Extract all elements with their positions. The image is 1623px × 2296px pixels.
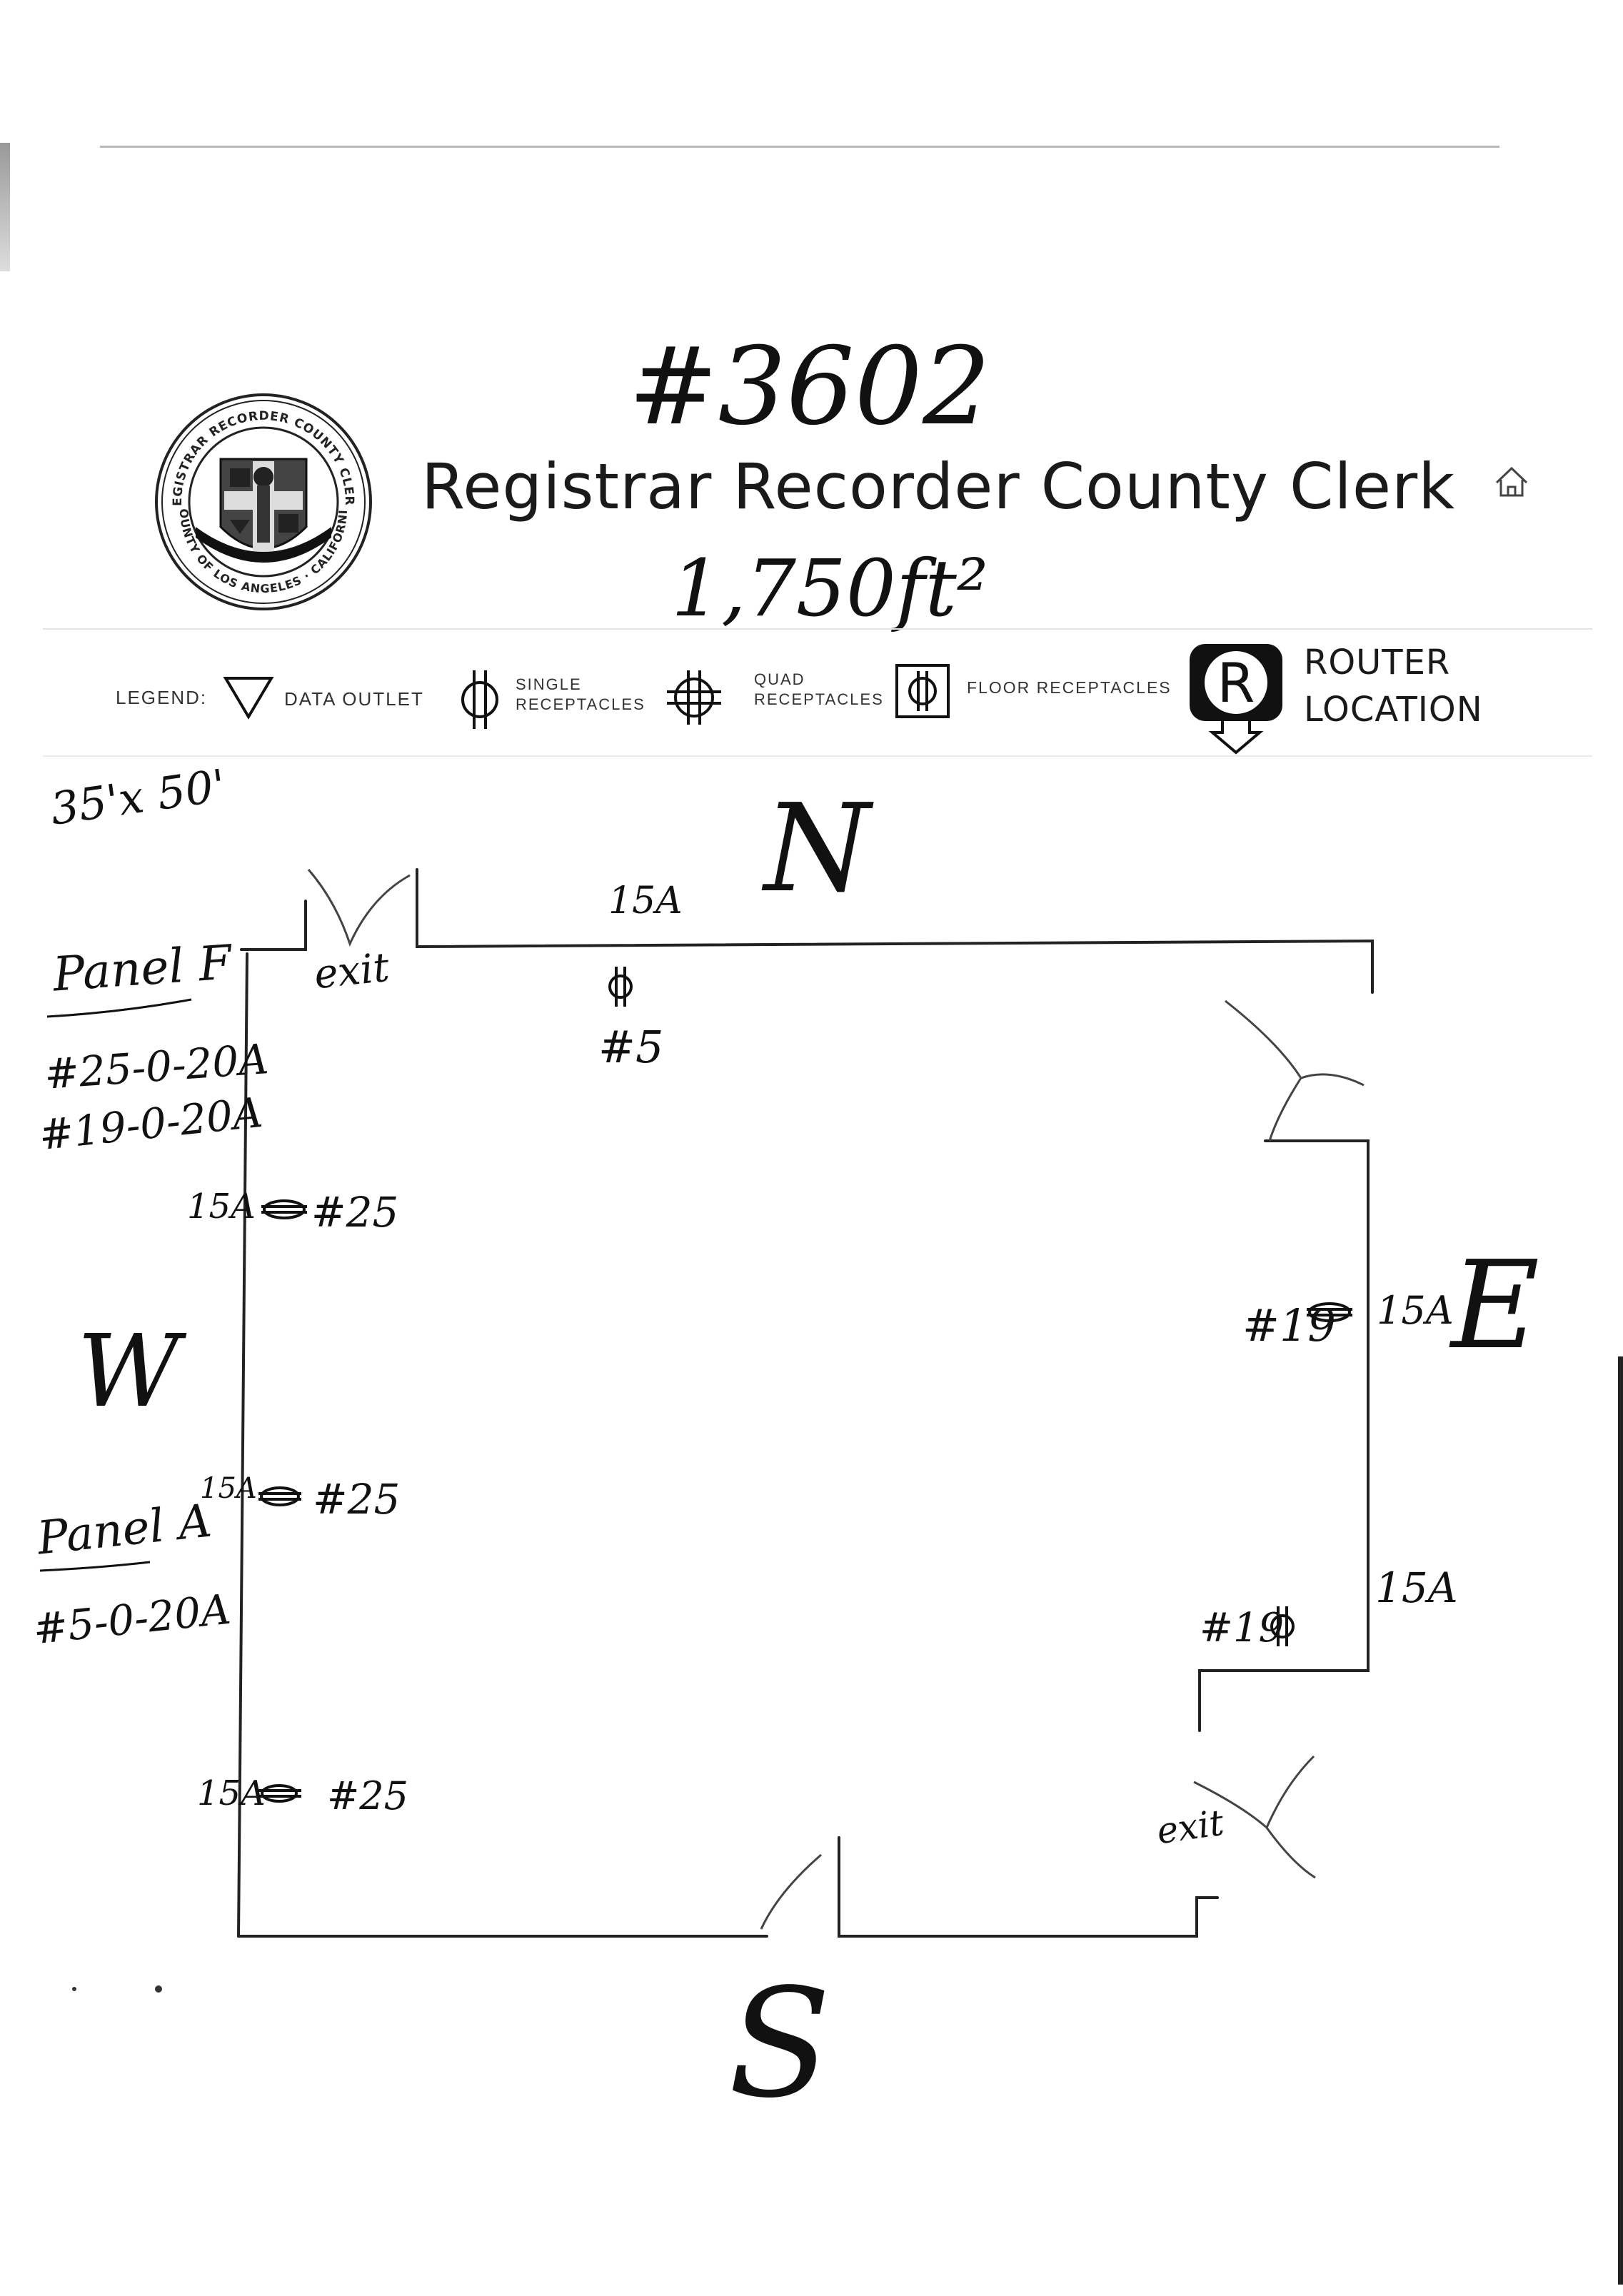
wall-north-main (416, 868, 1374, 994)
west-2-circuit: #25 (313, 1475, 401, 1524)
exit-nw: exit (311, 944, 392, 999)
panel-f-underline (46, 998, 192, 1018)
quad-receptacle-west-2-icon (258, 1486, 301, 1506)
site-number: #3602 (628, 325, 991, 449)
legend-quad-line1: QUAD (754, 670, 805, 688)
west-1-amp: 15A (187, 1187, 256, 1227)
compass-west: W (77, 1314, 180, 1430)
west-3-circuit: #25 (327, 1773, 408, 1818)
legend-single-line1: SINGLE (516, 675, 582, 693)
quad-receptacle-east-1-icon (1307, 1302, 1352, 1322)
legend-single-receptacles: SINGLE RECEPTACLES (516, 675, 645, 715)
router-letter: R (1217, 651, 1255, 715)
east-2-circuit: #19 (1200, 1605, 1285, 1651)
single-receptacle-east-2-icon (1270, 1606, 1295, 1646)
router-icon: R (1187, 641, 1285, 755)
west-2-amp: 15A (200, 1472, 257, 1505)
scan-speck (72, 1987, 76, 1991)
county-seal: REGISTRAR RECORDER COUNTY CLERK COUNTY O… (148, 381, 374, 613)
door-se-swing (1193, 1755, 1316, 1879)
compass-east: E (1451, 1235, 1540, 1376)
scan-left-edge (0, 143, 10, 271)
quad-receptacle-icon (664, 668, 724, 727)
header-divider (43, 628, 1592, 630)
legend-quad-receptacles: QUAD RECEPTACLES (754, 670, 884, 710)
east-1-amp: 15A (1377, 1288, 1454, 1333)
router-line1: ROUTER (1304, 643, 1451, 683)
legend-floor-receptacles: FLOOR RECEPTACLES (967, 678, 1172, 697)
door-east-swing (1225, 1000, 1365, 1142)
compass-south: S (728, 1956, 831, 2131)
legend-single-line2: RECEPTACLES (516, 695, 645, 713)
west-3-amp: 15A (197, 1773, 266, 1813)
door-south-swing (760, 1853, 822, 1930)
floor-receptacle-icon (894, 663, 951, 720)
legend-quad-line2: RECEPTACLES (754, 690, 884, 708)
compass-north: N (764, 778, 870, 920)
legend-divider (43, 755, 1592, 757)
home-icon (1492, 463, 1531, 501)
page-title: Registrar Recorder County Clerk (421, 450, 1456, 523)
single-receptacle-north-icon (608, 967, 633, 1007)
legend-label: LEGEND: (116, 687, 208, 708)
scan-right-edge (1618, 1356, 1623, 2285)
wall-south-east (838, 1836, 1219, 1938)
wall-north (240, 900, 307, 951)
panel-a-underline (39, 1561, 151, 1572)
wall-west (237, 952, 248, 1938)
west-1-circuit: #25 (311, 1188, 399, 1237)
wall-east-upper (1198, 1139, 1370, 1732)
north-amp: 15A (608, 880, 683, 922)
legend-data-outlet: DATA OUTLET (284, 688, 424, 710)
single-receptacle-icon (457, 668, 503, 732)
area-label: 1,750ft² (671, 543, 988, 634)
router-line2: LOCATION (1304, 690, 1483, 730)
door-nw-swing (307, 869, 411, 947)
legend-router-location: ROUTER LOCATION (1304, 639, 1483, 733)
north-circuit: #5 (598, 1021, 664, 1073)
scan-speck (155, 1985, 162, 1993)
quad-receptacle-west-3-icon (257, 1784, 301, 1803)
quad-receptacle-west-1-icon (261, 1199, 307, 1219)
data-outlet-icon (223, 674, 274, 721)
east-1-circuit: #19 (1242, 1299, 1336, 1351)
east-2-amp: 15A (1375, 1564, 1458, 1612)
scan-edge-line (100, 146, 1499, 148)
